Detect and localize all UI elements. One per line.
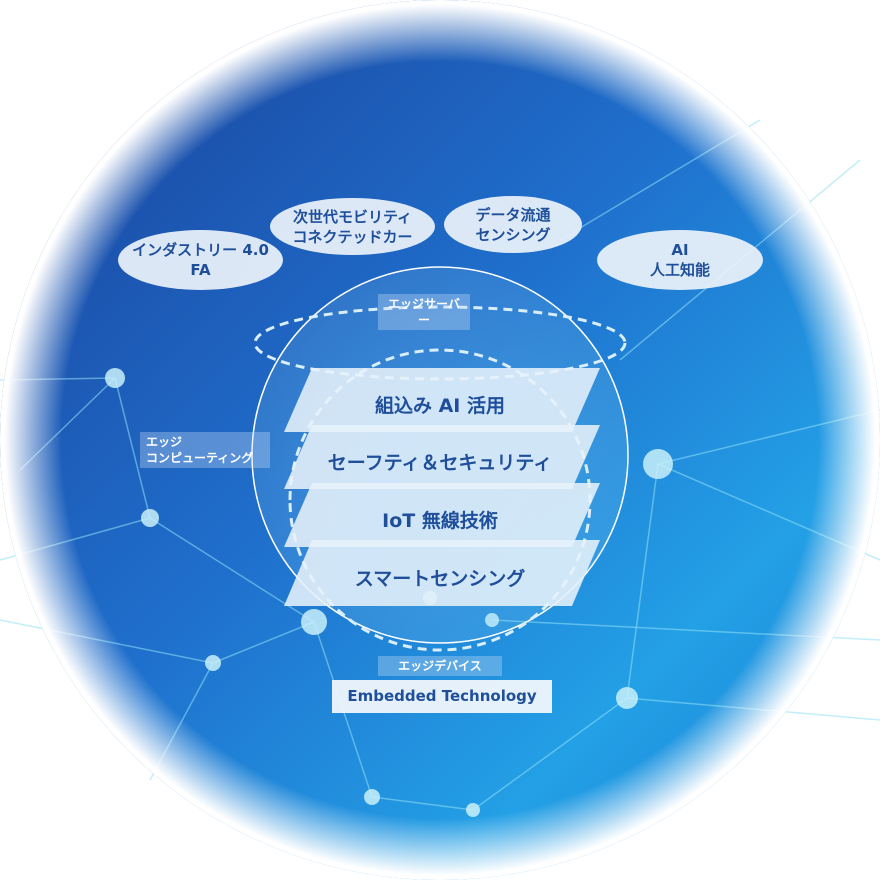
bubble-mobility: 次世代モビリティ コネクテッドカー xyxy=(270,198,435,255)
layer-embedded-ai: 組込み AI 活用 xyxy=(374,395,505,417)
bubble-line: センシング xyxy=(475,225,551,244)
bubble-line: 人工知能 xyxy=(649,261,710,279)
tag-line: エッジ xyxy=(146,435,183,449)
bubble-line: データ流通 xyxy=(475,205,551,224)
bubble-ai: AI 人工知能 xyxy=(597,230,763,290)
bubble-line: インダストリー 4.0 xyxy=(132,241,269,259)
bubble-industry: インダストリー 4.0 FA xyxy=(118,230,283,290)
tag-edge-server: エッジサーバー xyxy=(378,294,470,330)
layer-smart-sensing: スマートセンシング xyxy=(354,568,526,590)
bubble-line: FA xyxy=(190,261,211,279)
layer-safety-security: セーフティ＆セキュリティ xyxy=(327,452,553,474)
bubble-line: AI xyxy=(671,241,689,259)
tag-edge-computing: エッジ コンピューティング xyxy=(140,432,270,468)
bubble-line: コネクテッドカー xyxy=(292,227,413,246)
embedded-technology-label: Embedded Technology xyxy=(332,680,552,713)
bubble-line: 次世代モビリティ xyxy=(292,207,413,226)
tag-line: コンピューティング xyxy=(146,451,254,465)
layer-iot-wireless: IoT 無線技術 xyxy=(382,510,498,532)
tag-edge-device: エッジデバイス xyxy=(378,656,502,676)
bubble-data: データ流通 センシング xyxy=(444,196,582,253)
